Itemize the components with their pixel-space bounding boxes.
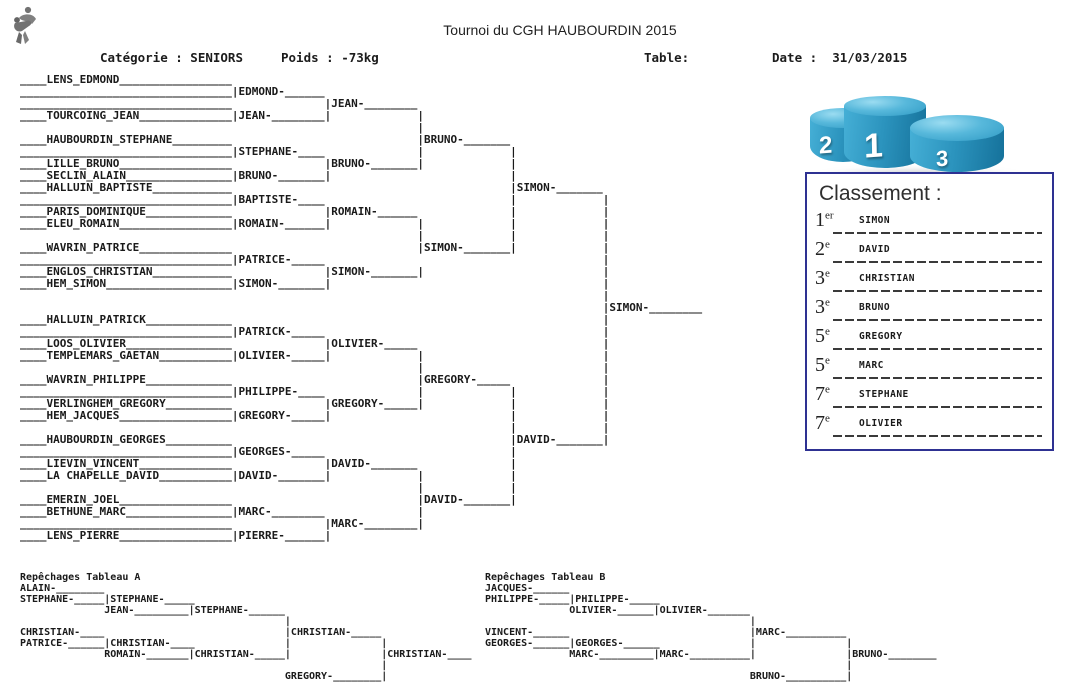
rank-underline — [833, 406, 1042, 408]
rank-underline — [833, 232, 1042, 234]
ranking-row: 7e OLIVIER — [807, 411, 1052, 440]
main-bracket: ____LENS_EDMOND_________________ _______… — [20, 73, 703, 542]
rank-ordinal: 5e — [815, 354, 830, 376]
rank-underline — [833, 319, 1042, 321]
repechage-bracket-b: Repêchages Tableau B JACQUES-______ PHIL… — [485, 572, 937, 682]
category-label: Catégorie : SENIORS — [100, 50, 243, 65]
date-label: Date : 31/03/2015 — [772, 50, 908, 65]
weight-label: Poids : -73kg — [281, 50, 379, 65]
ranking-title: Classement : — [819, 182, 942, 205]
ranked-player-name: GREGORY — [859, 331, 903, 342]
ranked-player-name: STEPHANE — [859, 389, 909, 400]
rank-ordinal: 3e — [815, 296, 830, 318]
ranking-row: 1er SIMON — [807, 208, 1052, 237]
ranked-player-name: DAVID — [859, 244, 891, 255]
ranking-row: 7e STEPHANE — [807, 382, 1052, 411]
rank-ordinal: 1er — [815, 209, 834, 231]
ranking-box: Classement : 1er SIMON 2e DAVID 3e CHRIS… — [805, 172, 1054, 451]
rank-underline — [833, 348, 1042, 350]
judo-club-logo — [10, 5, 42, 47]
podium-step-3: 3 — [910, 115, 1004, 172]
podium-number-3: 3 — [935, 145, 949, 172]
table-label: Table: — [644, 50, 690, 65]
rank-ordinal: 7e — [815, 383, 830, 405]
ranking-row: 5e MARC — [807, 353, 1052, 382]
podium-step-3-top — [910, 115, 1004, 141]
ranking-row: 3e BRUNO — [807, 295, 1052, 324]
ranked-player-name: MARC — [859, 360, 884, 371]
rank-underline — [833, 290, 1042, 292]
rank-ordinal: 3e — [815, 267, 830, 289]
judo-throw-icon — [14, 6, 36, 44]
ranked-player-name: CHRISTIAN — [859, 273, 915, 284]
ranking-row: 2e DAVID — [807, 237, 1052, 266]
rank-underline — [833, 435, 1042, 437]
podium-step-1-top — [844, 96, 926, 116]
rank-underline — [833, 377, 1042, 379]
ranked-player-name: OLIVIER — [859, 418, 903, 429]
ranked-player-name: SIMON — [859, 215, 891, 226]
podium-graphic: 2 1 3 — [806, 96, 1024, 185]
ranking-row: 3e CHRISTIAN — [807, 266, 1052, 295]
rank-ordinal: 2e — [815, 238, 830, 260]
repechage-bracket-a: Repêchages Tableau A ALAIN-________ STEP… — [20, 572, 472, 682]
podium-number-2: 2 — [818, 131, 833, 160]
rank-ordinal: 7e — [815, 412, 830, 434]
page-title: Tournoi du CGH HAUBOURDIN 2015 — [443, 22, 677, 38]
ranked-player-name: BRUNO — [859, 302, 891, 313]
ranking-row: 5e GREGORY — [807, 324, 1052, 353]
rank-underline — [833, 261, 1042, 263]
podium-number-1: 1 — [863, 126, 884, 166]
rank-ordinal: 5e — [815, 325, 830, 347]
